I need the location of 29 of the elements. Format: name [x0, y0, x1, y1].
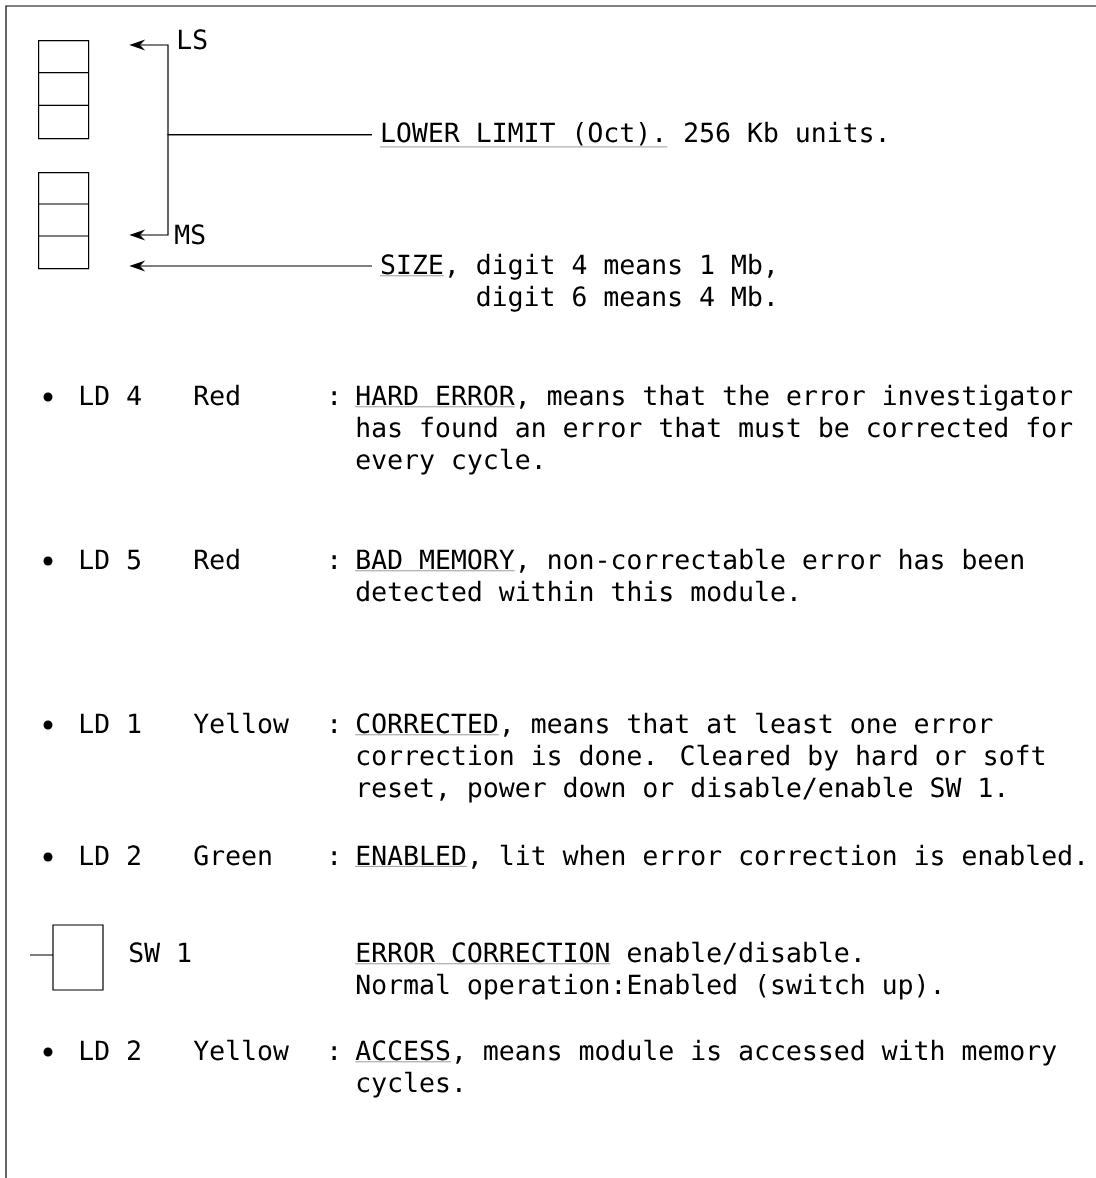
led-color: Green — [194, 845, 271, 866]
field-description: LOWER LIMIT (Oct). 256 Kb units. — [379, 121, 885, 148]
separator-colon: : — [332, 555, 336, 569]
separator-colon: : — [332, 1046, 336, 1060]
separator-colon: : — [332, 391, 336, 405]
led-color: Red — [195, 384, 239, 406]
led-color: Yellow — [193, 1039, 289, 1061]
led-description: CORRECTED , means that at least one error correction is done. Cleared by hard or soft reset, power down or disable/enable SW 1. — [355, 712, 1044, 803]
bit-label: MS — [175, 224, 205, 245]
led-name: LD 5 — [81, 549, 140, 570]
switch-description: ERROR CORRECTION enable/disable. — [355, 941, 860, 965]
digit-display-box — [37, 40, 90, 140]
led-color: Yellow — [193, 712, 289, 734]
led-description: ACCESS , means module is accessed with memory cycles. — [355, 1039, 1057, 1098]
switch-note: Normal operation:Enabled (switch up). — [357, 973, 940, 1000]
led-color: Red — [195, 548, 239, 570]
bit-label: LS — [179, 29, 207, 50]
separator-colon: : — [332, 851, 336, 865]
digit-display-box — [37, 172, 90, 270]
field-description: SIZE , digit 4 means 1 Mb, digit 6 means 4 Mb. — [379, 253, 773, 312]
switch-name: SW 1 — [130, 942, 191, 963]
led-name: LD 2 — [81, 1040, 140, 1060]
led-description: BAD MEMORY , non-correctable error has been detected within this module. — [355, 548, 1023, 602]
led-description: HARD ERROR , means that the error investigator has found an error that must be corrected for every cycle. — [355, 384, 1073, 475]
led-name: LD 2 — [81, 845, 140, 865]
separator-colon: : — [332, 719, 336, 733]
led-description: ENABLED , lit when error correction is enabled. — [355, 844, 1083, 869]
led-name: LD 4 — [81, 385, 141, 405]
led-name: LD 1 — [81, 713, 141, 733]
